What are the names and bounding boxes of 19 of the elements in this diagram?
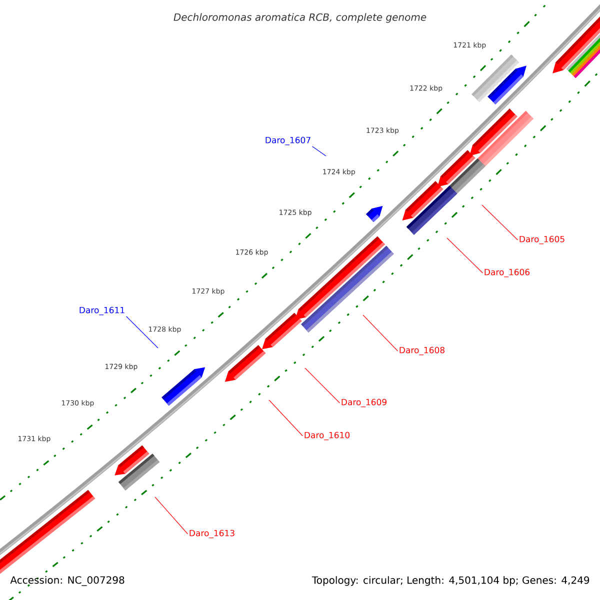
gene-label: Daro_1613 xyxy=(190,530,234,538)
leader-line xyxy=(446,238,484,274)
gene-label: Daro_1606 xyxy=(484,268,530,278)
title: Dechloromonas aromatica RCB, complete genome xyxy=(174,13,426,23)
gene-label: Daro_1605 xyxy=(520,236,564,244)
leader-line xyxy=(312,146,326,156)
leader-line xyxy=(154,496,188,534)
leader-line xyxy=(362,314,398,352)
leader-line xyxy=(482,204,518,240)
gene-label: Daro_1611 xyxy=(80,306,124,316)
gene-label: Daro_1609 xyxy=(342,398,386,408)
leader-line xyxy=(268,400,304,436)
accession-text: Accession: NC_007298 xyxy=(10,576,124,586)
leader-line xyxy=(304,368,340,404)
gene-label: Daro_1610 xyxy=(304,432,350,440)
leader-line xyxy=(126,316,158,348)
genome-info-text: Topology: circular; Length: 4,501,104 bp; Genes: 4,249 xyxy=(312,576,590,586)
gene-label: Daro_1607 xyxy=(266,136,310,146)
gene-label: Daro_1608 xyxy=(400,346,444,356)
